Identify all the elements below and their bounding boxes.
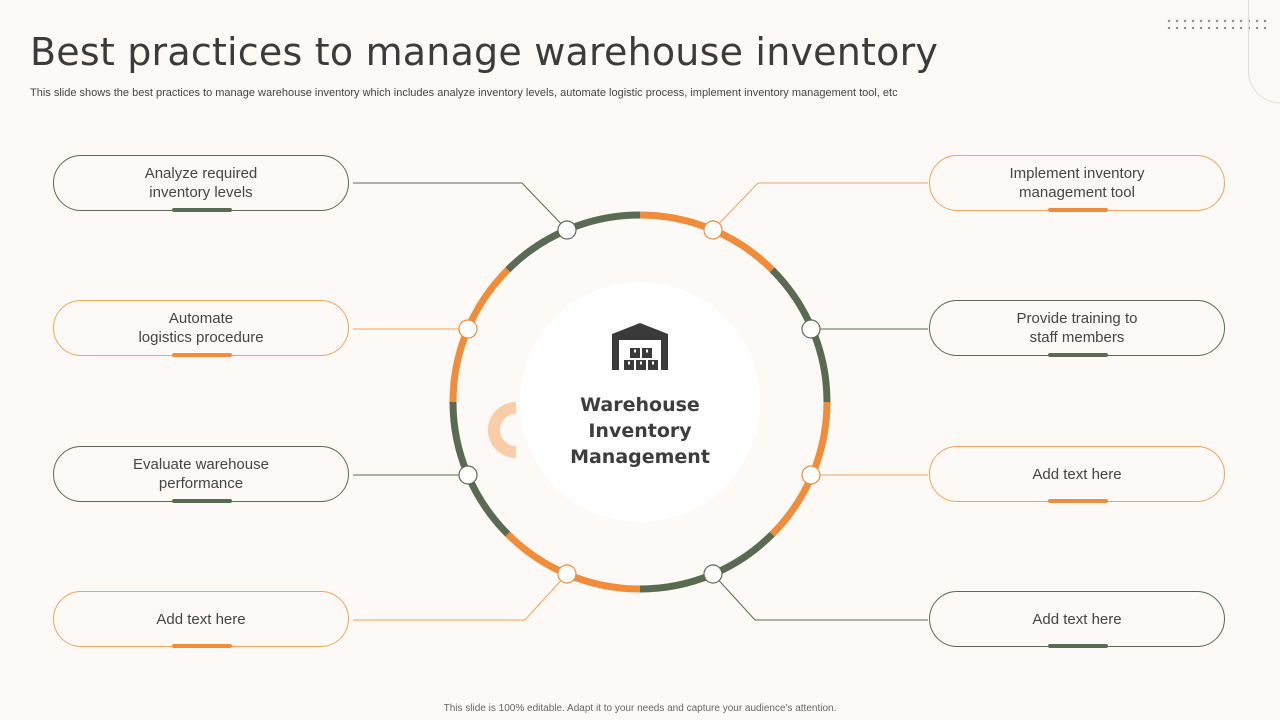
practice-label: Automate logistics procedure: [138, 310, 264, 346]
practice-label: Add text here: [1032, 610, 1122, 628]
ring-node: [458, 319, 478, 339]
practice-card-placeholder-right-1: Add text here: [929, 446, 1225, 503]
practice-label: Add text here: [1032, 465, 1122, 483]
corner-arc-decoration: [1248, 0, 1280, 104]
practice-label: Add text here: [156, 610, 246, 628]
footer-note: This slide is 100% editable. Adapt it to…: [443, 703, 837, 714]
connector-line: [353, 182, 568, 231]
ring-segment: [505, 211, 641, 273]
connector-line: [712, 573, 928, 621]
practice-card-implement: Implement inventory management tool: [929, 155, 1225, 212]
practice-label: Provide training to staff members: [1016, 310, 1138, 346]
practice-card-analyze: Analyze required inventory levels: [53, 155, 349, 212]
connector-line: [712, 182, 928, 231]
connector-line: [353, 573, 568, 621]
practice-card-placeholder-left: Add text here: [53, 591, 349, 648]
practice-label: Evaluate warehouse performance: [133, 456, 269, 492]
ring-node: [557, 220, 577, 240]
accent-bar: [1048, 499, 1108, 503]
practice-card-training: Provide training to staff members: [929, 300, 1225, 357]
center-label: Warehouse Inventory Management: [570, 394, 710, 468]
practice-card-automate: Automate logistics procedure: [53, 300, 349, 357]
page-subtitle: This slide shows the best practices to m…: [30, 87, 898, 99]
accent-bar: [172, 644, 232, 648]
decorative-arc: [488, 402, 517, 458]
ring-node: [703, 220, 723, 240]
page-title: Best practices to manage warehouse inven…: [30, 30, 939, 74]
ring-segment: [769, 267, 831, 403]
ring-node: [458, 465, 478, 485]
accent-bar: [1048, 208, 1108, 212]
practice-card-placeholder-right-2: Add text here: [929, 591, 1225, 648]
practice-label: Analyze required inventory levels: [144, 165, 258, 201]
ring-segment: [449, 267, 511, 403]
accent-bar: [172, 499, 232, 503]
accent-bar: [1048, 644, 1108, 648]
ring-node: [703, 564, 723, 584]
ring-node: [801, 319, 821, 339]
ring-segment: [639, 211, 775, 273]
accent-bar: [172, 353, 232, 357]
ring-node: [801, 465, 821, 485]
accent-bar: [172, 208, 232, 212]
practice-label: Implement inventory management tool: [1009, 165, 1145, 201]
warehouse-icon: [612, 323, 668, 370]
ring-segment: [769, 401, 831, 537]
practice-card-evaluate: Evaluate warehouse performance: [53, 446, 349, 503]
ring-segment: [505, 531, 641, 593]
center-circle: [520, 282, 760, 522]
accent-bar: [1048, 353, 1108, 357]
ring-segment: [639, 531, 775, 593]
ring-node: [557, 564, 577, 584]
